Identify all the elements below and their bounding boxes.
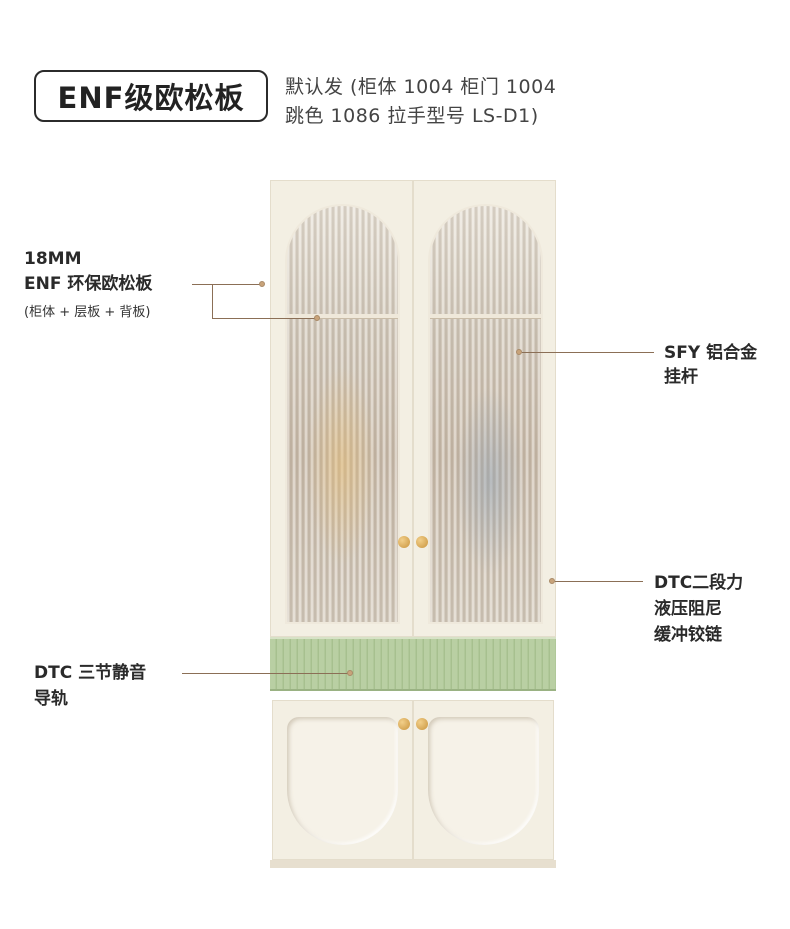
board-label-line1: 18MM <box>24 249 82 269</box>
left-arch-panel <box>287 717 398 845</box>
hinge-label-line2: 液压阻尼 <box>654 599 722 619</box>
hinge-dot <box>549 578 555 584</box>
rod-leader <box>522 352 654 353</box>
shelf-dot <box>314 315 320 321</box>
board-leader-v <box>212 284 213 318</box>
board-leader-h2 <box>212 318 316 319</box>
board-dot <box>259 281 265 287</box>
board-label-line2: ENF 环保欧松板 <box>24 274 153 294</box>
rod-label-line2: 挂杆 <box>664 367 698 387</box>
lower-left-knob <box>398 718 410 730</box>
rod-dot <box>516 349 522 355</box>
rail-label-line1: DTC 三节静音 <box>34 663 147 683</box>
wardrobe-illustration <box>270 180 556 868</box>
rail-leader <box>182 673 348 674</box>
left-lower-door <box>272 700 413 860</box>
rail-label-line2: 导轨 <box>34 689 68 709</box>
right-glow <box>455 386 525 576</box>
shelf-left <box>287 314 398 319</box>
cabinet-base <box>270 860 556 868</box>
material-badge: ENF级欧松板 <box>34 70 268 122</box>
right-lower-door <box>413 700 554 860</box>
hinge-label-line3: 缓冲铰链 <box>654 625 722 645</box>
board-leader-h1 <box>192 284 260 285</box>
shelf-right <box>430 314 541 319</box>
upper-left-knob <box>398 536 410 548</box>
left-fluted-glass <box>285 204 400 624</box>
spec-line-1: 默认发 (柜体 1004 柜门 1004 <box>285 76 557 98</box>
spec-line-2: 跳色 1086 拉手型号 LS-D1) <box>285 105 539 127</box>
hinge-leader <box>555 581 643 582</box>
rail-dot <box>347 670 353 676</box>
right-fluted-glass <box>428 204 543 624</box>
green-drawer <box>270 637 556 691</box>
left-glow <box>307 366 377 566</box>
hinge-label-line1: DTC二段力 <box>654 573 744 593</box>
right-arch-panel <box>428 717 539 845</box>
lower-right-knob <box>416 718 428 730</box>
upper-right-knob <box>416 536 428 548</box>
board-label-line3: (柜体 + 层板 + 背板) <box>24 305 151 320</box>
rod-label-line1: SFY 铝合金 <box>664 343 758 363</box>
